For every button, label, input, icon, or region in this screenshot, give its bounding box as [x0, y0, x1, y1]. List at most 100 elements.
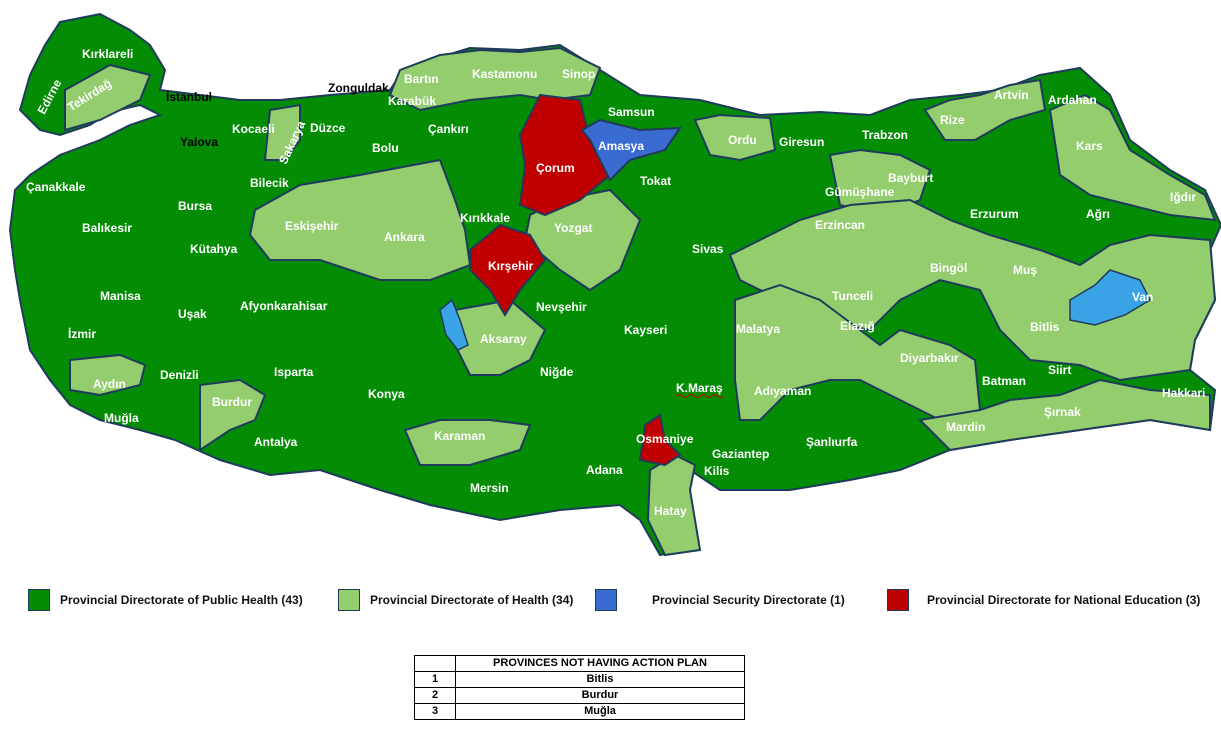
label-karabuk: Karabük: [388, 94, 436, 108]
swatch-education: [887, 589, 909, 611]
label-kocaeli: Kocaeli: [232, 122, 275, 136]
label-ardahan: Ardahan: [1048, 93, 1097, 107]
label-burdur: Burdur: [212, 395, 252, 409]
table-cell-number: 3: [414, 703, 456, 720]
label-mersin: Mersin: [470, 481, 509, 495]
turkey-province-map: Kırklareli Edirne Tekirdağ İstanbul Yalo…: [8, 12, 1221, 557]
table-header-title: PROVINCES NOT HAVING ACTION PLAN: [455, 655, 745, 672]
label-yozgat: Yozgat: [554, 221, 592, 235]
swatch-public-health: [28, 589, 50, 611]
region-corum: [518, 93, 612, 217]
label-mugla: Muğla: [104, 411, 139, 425]
label-izmir: İzmir: [68, 326, 96, 341]
label-tokat: Tokat: [640, 174, 671, 188]
label-siirt: Siirt: [1048, 363, 1071, 377]
region-mardin-sirnak: [917, 378, 1211, 452]
label-kars: Kars: [1076, 139, 1103, 153]
region-rize-artvin: [923, 78, 1047, 141]
region-amasya: [580, 118, 682, 182]
label-konya: Konya: [368, 387, 405, 401]
table-row: 1 Bitlis: [414, 671, 745, 688]
region-black-sea-west: [388, 46, 602, 112]
label-kayseri: Kayseri: [624, 323, 667, 337]
table-cell-province: Muğla: [455, 703, 745, 720]
label-igdir: Iğdır: [1170, 190, 1196, 204]
label-erzurum: Erzurum: [970, 207, 1019, 221]
label-sanliurfa: Şanlıurfa: [806, 435, 858, 449]
label-artvin: Artvin: [994, 88, 1029, 102]
label-hakkari: Hakkari: [1162, 386, 1205, 400]
region-sakarya: [263, 103, 301, 161]
legend-public-health: Provincial Directorate of Public Health …: [28, 589, 303, 611]
lake-tuz: [439, 298, 469, 351]
region-karaman: [403, 419, 532, 466]
region-osmaniye: [638, 413, 682, 467]
label-giresun: Giresun: [779, 135, 824, 149]
region-burdur: [199, 378, 267, 452]
label-diyarbakir: Diyarbakır: [900, 351, 959, 365]
label-duzce: Düzce: [310, 121, 346, 135]
province-labels: Kırklareli Edirne Tekirdağ İstanbul Yalo…: [26, 47, 1205, 518]
legend-education: Provincial Directorate for National Educ…: [887, 589, 1200, 611]
label-kutahya: Kütahya: [190, 242, 238, 256]
label-yalova: Yalova: [180, 135, 218, 149]
provinces-without-action-plan-table: PROVINCES NOT HAVING ACTION PLAN 1 Bitli…: [414, 655, 745, 720]
swatch-health: [338, 589, 360, 611]
label-erzincan: Erzincan: [815, 218, 865, 232]
label-karaman: Karaman: [434, 429, 485, 443]
lake-van: [1069, 269, 1151, 326]
label-bingol: Bingöl: [930, 261, 967, 275]
legend-label-public-health: Provincial Directorate of Public Health …: [60, 593, 303, 607]
label-malatya: Malatya: [736, 322, 780, 336]
label-bolu: Bolu: [372, 141, 399, 155]
label-ordu: Ordu: [728, 133, 757, 147]
label-kastamonu: Kastamonu: [472, 67, 537, 81]
label-bursa: Bursa: [178, 199, 212, 213]
label-batman: Batman: [982, 374, 1026, 388]
label-denizli: Denizli: [160, 368, 199, 382]
label-osmaniye: Osmaniye: [636, 432, 694, 446]
label-adiyaman: Adıyaman: [754, 384, 811, 398]
legend-label-education: Provincial Directorate for National Educ…: [927, 593, 1201, 607]
table-row: 2 Burdur: [414, 687, 745, 704]
label-trabzon: Trabzon: [862, 128, 908, 142]
swatch-security: [595, 589, 617, 611]
label-rize: Rize: [940, 113, 965, 127]
label-zonguldak: Zonguldak: [328, 81, 389, 95]
region-kars-igdir: [1048, 93, 1217, 222]
table-cell-number: 2: [414, 687, 456, 704]
label-gumushane: Gümüşhane: [825, 185, 895, 199]
table-cell-province: Bitlis: [455, 671, 745, 688]
label-elazig: Elazığ: [840, 319, 875, 333]
label-usak: Uşak: [178, 307, 207, 321]
label-bilecik: Bilecik: [250, 176, 289, 190]
table-header-number: [414, 655, 456, 672]
label-bayburt: Bayburt: [888, 171, 933, 185]
region-kirsehir: [469, 223, 547, 317]
label-van: Van: [1132, 290, 1153, 304]
label-kilis: Kilis: [704, 464, 730, 478]
label-hatay: Hatay: [654, 504, 687, 518]
legend-label-health: Provincial Directorate of Health (34): [370, 593, 574, 607]
label-eskisehir: Eskişehir: [285, 219, 339, 233]
label-mardin: Mardin: [946, 420, 985, 434]
label-gaziantep: Gaziantep: [712, 447, 769, 461]
label-istanbul: İstanbul: [166, 89, 212, 104]
region-ordu: [693, 113, 777, 162]
label-amasya: Amasya: [598, 139, 644, 153]
label-sinop: Sinop: [562, 67, 595, 81]
spellcheck-underline: [675, 394, 725, 398]
legend-label-security: Provincial Security Directorate (1): [652, 593, 845, 607]
map-legend: Provincial Directorate of Public Health …: [0, 589, 1221, 619]
label-manisa: Manisa: [100, 289, 141, 303]
region-tekirdag: [64, 63, 152, 132]
label-cankiri: Çankırı: [428, 122, 469, 136]
label-corum: Çorum: [536, 161, 575, 175]
table-row: 3 Muğla: [414, 703, 745, 720]
label-adana: Adana: [586, 463, 623, 477]
label-bitlis: Bitlis: [1030, 320, 1060, 334]
label-samsun: Samsun: [608, 105, 655, 119]
legend-security: Provincial Security Directorate (1): [595, 589, 845, 611]
table-cell-number: 1: [414, 671, 456, 688]
label-kirsehir: Kırşehir: [488, 259, 534, 273]
